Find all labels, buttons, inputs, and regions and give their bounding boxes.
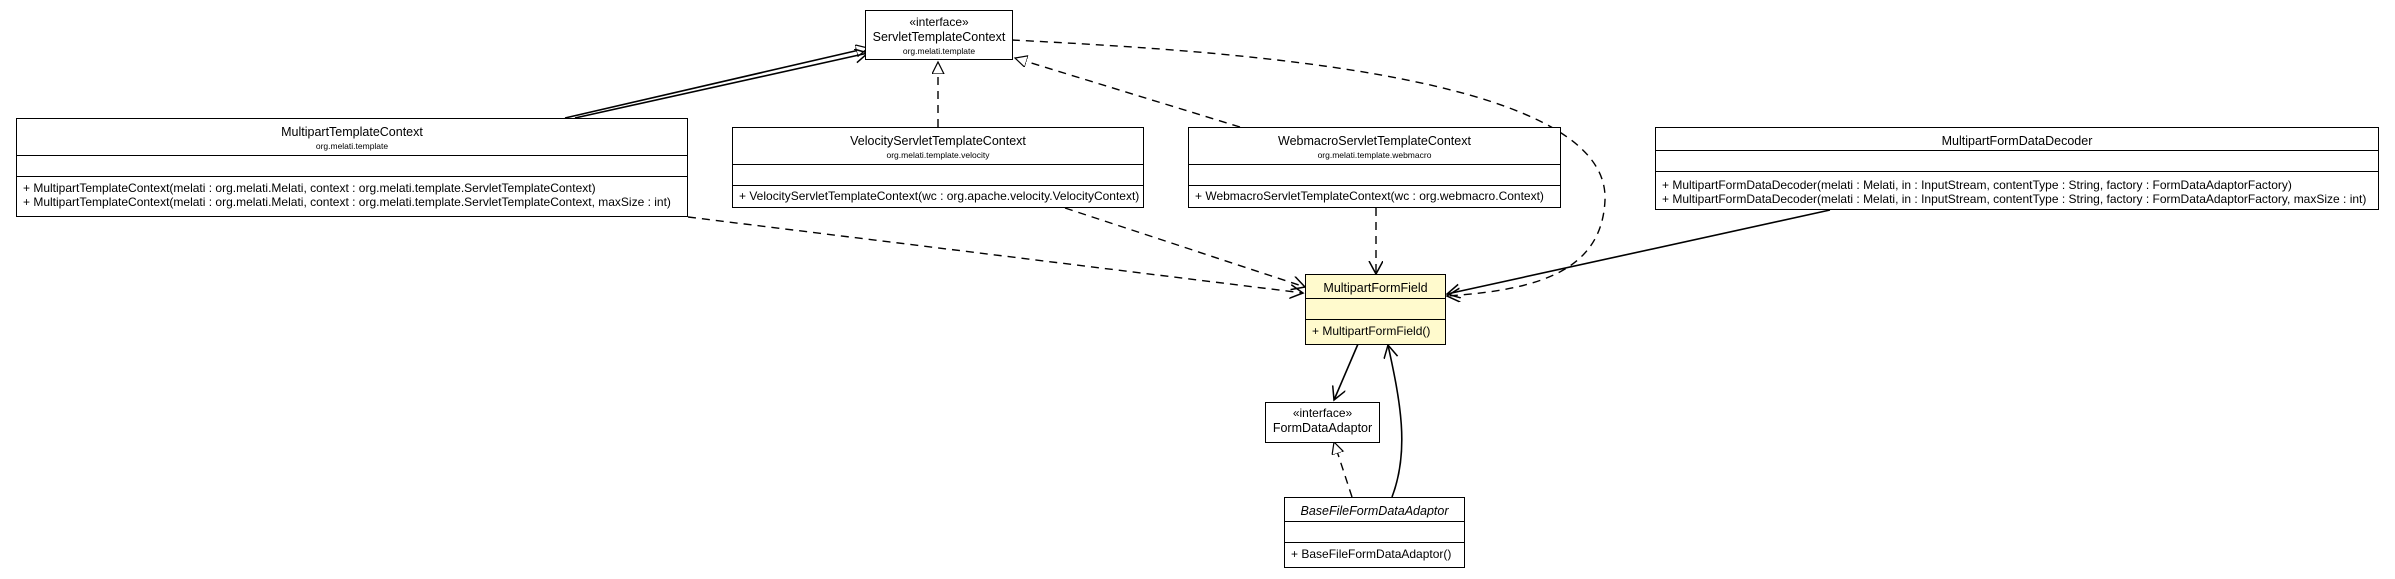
class-servlettemplatecontext[interactable]: «interface» ServletTemplateContext org.m… bbox=[865, 10, 1013, 60]
class-name: WebmacroServletTemplateContext bbox=[1278, 134, 1471, 148]
class-webmacroservlettemplatecontext[interactable]: WebmacroServletTemplateContext org.melat… bbox=[1188, 127, 1561, 208]
class-name: MultipartFormField bbox=[1323, 281, 1428, 295]
class-multipartformfield[interactable]: MultipartFormField + MultipartFormField(… bbox=[1305, 274, 1446, 345]
class-name: FormDataAdaptor bbox=[1272, 421, 1373, 435]
class-formdataadaptor[interactable]: «interface» FormDataAdaptor bbox=[1265, 402, 1380, 443]
operations-section: + VelocityServletTemplateContext(wc : or… bbox=[733, 186, 1143, 203]
edge-multipartformfield-uses-formdataadaptor bbox=[1334, 343, 1359, 400]
operation: + MultipartFormDataDecoder(melati : Mela… bbox=[1662, 178, 2292, 192]
operations-section: + MultipartFormDataDecoder(melati : Mela… bbox=[1656, 172, 2378, 206]
class-multiparttemplatecontext[interactable]: MultipartTemplateContext org.melati.temp… bbox=[16, 118, 688, 217]
attributes-section bbox=[1189, 165, 1560, 186]
attributes-section bbox=[1306, 299, 1445, 320]
edge-basefileformdataadaptor-uses-multipartformfield bbox=[1388, 345, 1403, 498]
edge-webmacro-implements-servlettemplatecontext bbox=[1015, 58, 1241, 128]
operation: + VelocityServletTemplateContext(wc : or… bbox=[739, 189, 1140, 203]
operations-section: + WebmacroServletTemplateContext(wc : or… bbox=[1189, 186, 1560, 203]
operation: + WebmacroServletTemplateContext(wc : or… bbox=[1195, 189, 1544, 203]
operation: + MultipartTemplateContext(melati : org.… bbox=[23, 195, 671, 209]
edge-basefileformdataadaptor-implements-formdataadaptor bbox=[1334, 442, 1353, 498]
edge-velocity-depends-multipartformfield bbox=[1064, 207, 1305, 287]
class-package: org.melati.template.velocity bbox=[886, 150, 990, 160]
class-multipartformdatadecoder[interactable]: MultipartFormDataDecoder + MultipartForm… bbox=[1655, 127, 2379, 210]
operations-section: + MultipartTemplateContext(melati : org.… bbox=[17, 177, 687, 209]
edge-multiparttemplatecontext-depends-multipartformfield bbox=[687, 216, 1303, 293]
operation: + MultipartFormField() bbox=[1312, 324, 1431, 338]
operation: + MultipartTemplateContext(melati : org.… bbox=[23, 181, 596, 195]
class-name: BaseFileFormDataAdaptor bbox=[1300, 504, 1449, 518]
class-name: VelocityServletTemplateContext bbox=[850, 134, 1026, 148]
class-package: org.melati.template bbox=[315, 141, 389, 151]
class-velocityservlettemplatecontext[interactable]: VelocityServletTemplateContext org.melat… bbox=[732, 127, 1144, 208]
attributes-section bbox=[1285, 522, 1464, 543]
class-name: MultipartTemplateContext bbox=[281, 125, 423, 139]
edge-multiparttemplatecontext-extends-servlettemplatecontext bbox=[564, 48, 868, 119]
operations-section: + BaseFileFormDataAdaptor() bbox=[1285, 543, 1464, 561]
edge-multipartformdatadecoder-uses-multipartformfield bbox=[1447, 209, 1831, 294]
class-stereotype: «interface» bbox=[1292, 406, 1353, 420]
edge-servlettemplatecontext-depends-multipartformfield bbox=[1011, 39, 1606, 296]
class-stereotype: «interface» bbox=[909, 15, 969, 29]
class-package: org.melati.template bbox=[902, 46, 976, 56]
class-name: MultipartFormDataDecoder bbox=[1941, 134, 2093, 148]
class-package: org.melati.template.webmacro bbox=[1317, 150, 1432, 160]
attributes-section bbox=[1656, 151, 2378, 172]
operation: + BaseFileFormDataAdaptor() bbox=[1291, 547, 1452, 561]
edge-multiparttemplatecontext-uses-servlettemplatecontext bbox=[574, 53, 868, 119]
operation: + MultipartFormDataDecoder(melati : Mela… bbox=[1662, 192, 2367, 206]
class-name: ServletTemplateContext bbox=[872, 30, 1006, 44]
class-basefileformdataadaptor[interactable]: BaseFileFormDataAdaptor + BaseFileFormDa… bbox=[1284, 497, 1465, 568]
attributes-section bbox=[733, 165, 1143, 186]
attributes-section bbox=[17, 156, 687, 177]
operations-section: + MultipartFormField() bbox=[1306, 320, 1445, 338]
